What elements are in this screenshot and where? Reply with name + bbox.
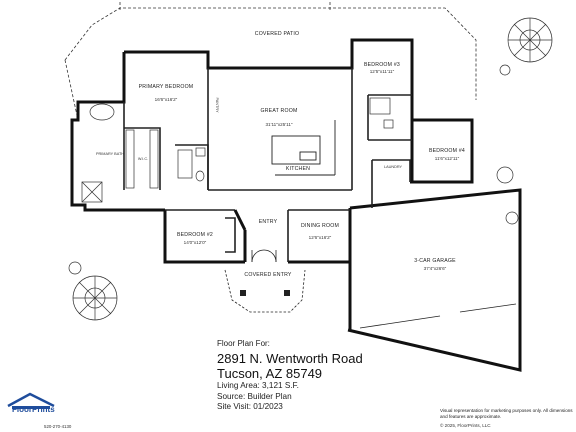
label-primary-bedroom: PRIMARY BEDROOM [139,84,194,90]
disclaimer: Visual representation for marketing purp… [440,408,573,419]
address-line-2: Tucson, AZ 85749 [217,366,323,381]
label-laundry: LAUNDRY [384,165,403,169]
logo-phone: 520-270-4130 [44,424,72,429]
label-covered-entry: COVERED ENTRY [244,272,292,278]
address-line-1: 2891 N. Wentworth Road [217,351,363,366]
interior-walls [123,68,412,262]
label-kitchen: KITCHEN [286,166,310,172]
tree-icon [68,64,519,275]
label-entry: ENTRY [259,219,278,225]
source: Source: Builder Plan [217,391,292,401]
room-labels: COVERED PATIO PRIMARY BEDROOM 16'6"x16'2… [96,31,465,278]
dims-bedroom-2: 14'0"x12'0" [184,240,207,245]
dims-dining-room: 12'6"x16'2" [309,235,332,240]
label-garage: 3-CAR GARAGE [414,258,456,264]
exterior-walls [70,38,522,372]
floorprints-logo-icon [7,392,55,409]
dims-garage: 37'4"x26'6" [424,266,447,271]
garage-door [359,303,517,329]
label-covered-patio: COVERED PATIO [255,31,300,37]
logo-name: FloorPrints [12,405,55,414]
label-great-room: GREAT ROOM [261,108,298,114]
bath-fixtures [81,97,394,203]
kitchen-island [271,120,336,176]
entry-doors [251,249,277,263]
label-dining-room: DINING ROOM [301,223,339,229]
property-info: Floor Plan For: 2891 N. Wentworth Road T… [217,339,437,413]
tree-icon [507,17,553,63]
dims-bedroom-4: 11'6"x12'11" [435,156,460,161]
info-header: Floor Plan For: [217,339,270,348]
dims-primary-bedroom: 16'6"x16'2" [155,97,178,102]
label-pantry: PANTRY [215,97,219,113]
label-primary-bath: PRIMARY BATH [96,152,124,156]
tree-icon [72,275,118,321]
label-bedroom-3: BEDROOM #3 [364,62,400,68]
covered-entry-columns [240,290,290,296]
living-area: Living Area: 3,121 S.F. [217,381,299,390]
dims-bedroom-3: 12'5"x11'11" [370,69,395,74]
label-bedroom-4: BEDROOM #4 [429,148,465,154]
label-bedroom-2: BEDROOM #2 [177,232,213,238]
copyright: © 2025, FloorPrints, LLC [440,423,491,428]
covered-patio-outline [64,2,477,121]
site-visit: Site Visit: 01/2023 [217,402,283,411]
label-wic: W.I.C. [138,157,148,161]
dims-great-room: 31'11"x25'11" [265,122,292,127]
